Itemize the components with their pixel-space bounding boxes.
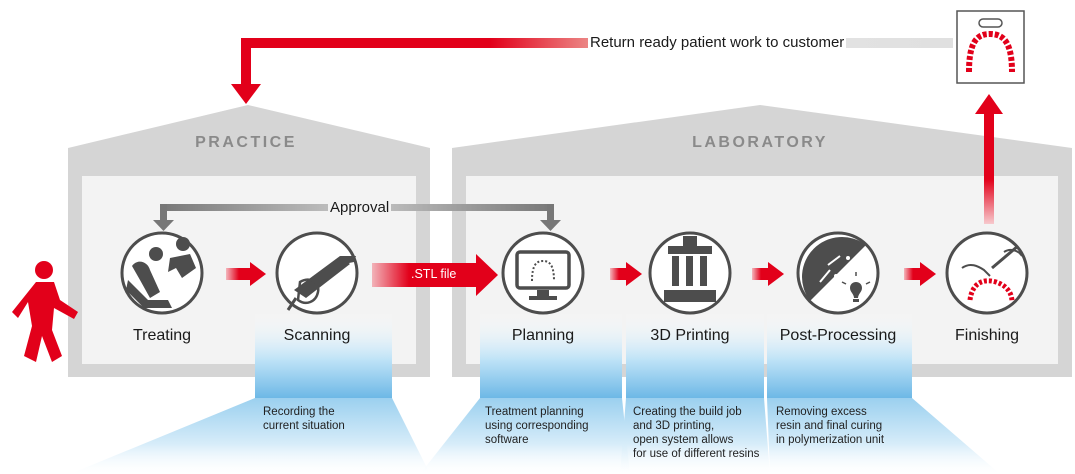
arrow-plan-print bbox=[610, 262, 642, 286]
finishing-icon bbox=[945, 231, 1029, 315]
fan-post bbox=[767, 398, 1000, 474]
fan-planning bbox=[420, 398, 630, 474]
desc-scanning: Recording the current situation bbox=[263, 406, 345, 432]
arrow-treat-scan bbox=[226, 262, 266, 286]
beam-post bbox=[767, 312, 912, 398]
beam-scanning bbox=[255, 312, 392, 398]
step-label-scanning: Scanning bbox=[283, 327, 351, 344]
printer-icon bbox=[648, 231, 732, 315]
scanner-icon bbox=[275, 231, 359, 315]
step-label-post-processing: Post-Processing bbox=[779, 327, 897, 344]
arrow-post-finish bbox=[904, 262, 936, 286]
step-label-treating: Treating bbox=[132, 327, 192, 344]
flow-arrows bbox=[226, 262, 936, 286]
stl-file-label: .STL file bbox=[411, 267, 457, 281]
approval-label: Approval bbox=[328, 199, 392, 216]
curing-icon bbox=[796, 231, 880, 315]
desc-planning: Treatment planning using corresponding s… bbox=[485, 406, 589, 446]
patient-work-bag-icon bbox=[956, 10, 1025, 84]
treating-icon bbox=[120, 231, 204, 315]
desc-post-processing: Removing excess resin and final curing i… bbox=[776, 406, 885, 446]
fan-printing bbox=[620, 398, 770, 474]
up-arrow bbox=[975, 94, 1003, 224]
step-label-3d-printing: 3D Printing bbox=[650, 327, 730, 344]
step-label-finishing: Finishing bbox=[954, 327, 1020, 344]
arrow-print-post bbox=[752, 262, 784, 286]
laboratory-title: LABORATORY bbox=[692, 134, 828, 151]
step-circles bbox=[120, 231, 1029, 315]
desc-printing: Creating the build job and 3D printing, … bbox=[633, 406, 760, 460]
stl-arrow bbox=[372, 254, 498, 296]
description-fans bbox=[70, 398, 1000, 474]
beam-printing bbox=[626, 312, 764, 398]
step-label-planning: Planning bbox=[511, 327, 575, 344]
monitor-icon bbox=[501, 231, 585, 315]
return-label: Return ready patient work to customer bbox=[588, 34, 847, 51]
fan-scanning bbox=[70, 398, 430, 474]
description-beams bbox=[255, 312, 912, 398]
beam-planning bbox=[480, 312, 622, 398]
practice-title: PRACTICE bbox=[195, 134, 297, 151]
walking-person-icon bbox=[12, 261, 78, 362]
